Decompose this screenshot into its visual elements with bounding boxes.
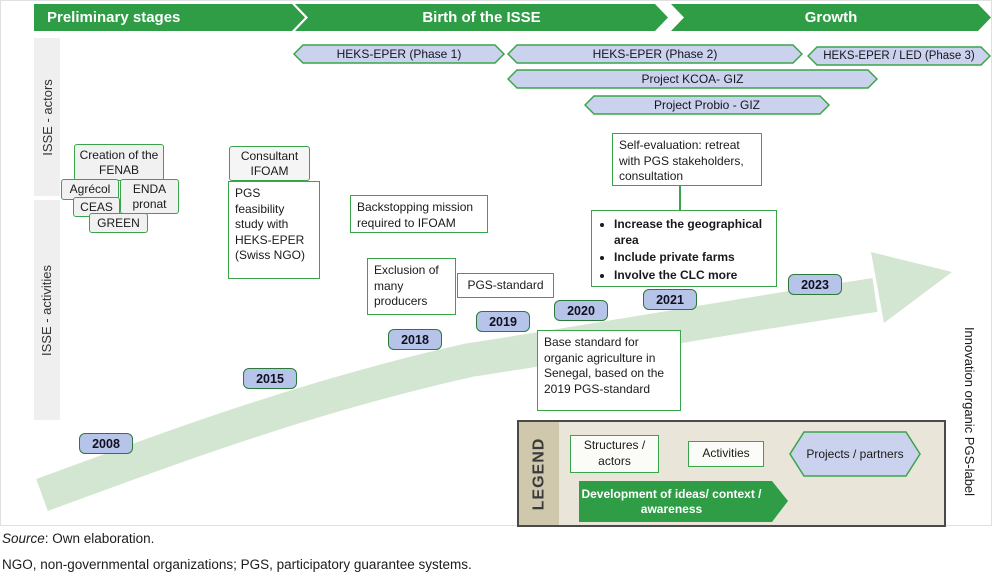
actor-box-consultant-ifoam: Consultant IFOAM — [229, 146, 310, 181]
year-badge-2021: 2021 — [643, 289, 697, 310]
double-arrow-shape — [507, 44, 803, 64]
activity-box-backstopping: Backstopping mission required to IFOAM — [350, 195, 488, 233]
activity-box-pgs-feasibility: PGS feasibility study with HEKS-EPER (Sw… — [228, 181, 320, 279]
bullet-item: Involve the CLC more — [614, 268, 770, 284]
side-label-isse-activities: ISSE - activities — [34, 200, 60, 420]
legend-projects-arrow: Projects / partners — [789, 431, 921, 477]
bullet-item: Include private farms — [614, 250, 770, 266]
activity-box-pgs-standard: PGS-standard — [457, 273, 554, 298]
project-bar-heks-phase1: HEKS-EPER (Phase 1) — [293, 44, 505, 64]
double-arrow-shape — [507, 69, 878, 89]
activity-box-self-evaluation: Self-evaluation: retreat with PGS stakeh… — [612, 133, 762, 186]
year-badge-2020: 2020 — [554, 300, 608, 321]
project-bar-heks-phase2: HEKS-EPER (Phase 2) — [507, 44, 803, 64]
project-bar-kcoa-giz: Project KCOA- GIZ — [507, 69, 878, 89]
year-badge-2019: 2019 — [476, 311, 530, 332]
year-badge-2015: 2015 — [243, 368, 297, 389]
project-bar-heks-led-phase3: HEKS-EPER / LED (Phase 3) — [807, 46, 991, 66]
source-note: Source: Own elaboration. — [2, 531, 154, 546]
double-arrow-shape — [584, 95, 830, 115]
legend-title-strip: LEGEND — [519, 422, 559, 525]
stage-label: Growth — [804, 9, 858, 26]
stage-arrow-preliminary: Preliminary stages — [34, 4, 305, 31]
bullet-item: Increase the geographical area — [614, 217, 770, 248]
legend-activities-box: Activities — [688, 441, 764, 467]
activity-box-expansion: Increase the geographical area Include p… — [591, 210, 777, 287]
stage-label: Preliminary stages — [47, 9, 181, 26]
activity-box-exclusion: Exclusion of many producers — [367, 258, 456, 315]
legend: LEGEND Structures / actors Activities Pr… — [517, 420, 946, 527]
stage-label: Birth of the ISSE — [422, 9, 541, 26]
expansion-bullet-list: Increase the geographical area Include p… — [598, 217, 770, 283]
stage-arrow-birth-of-isse: Birth of the ISSE — [295, 4, 668, 31]
connector-line — [679, 186, 681, 210]
year-badge-2018: 2018 — [388, 329, 442, 350]
source-text: : Own elaboration. — [44, 531, 155, 546]
side-label-isse-actors: ISSE - actors — [34, 38, 60, 196]
activity-box-base-standard: Base standard for organic agriculture in… — [537, 330, 681, 411]
actor-box-fenab: Creation of the FENAB — [74, 144, 164, 181]
project-bar-probio-giz: Project Probio - GIZ — [584, 95, 830, 115]
source-label: Source — [2, 531, 45, 546]
double-arrow-shape — [293, 44, 505, 64]
actor-box-enda-pronat: ENDA pronat — [120, 179, 179, 214]
year-badge-2023: 2023 — [788, 274, 842, 295]
legend-title: LEGEND — [530, 437, 548, 510]
double-arrow-shape — [807, 46, 991, 66]
side-label-innovation-pgs: Innovation organic PGS-label — [962, 326, 978, 496]
actor-box-agrecol: Agrécol — [61, 179, 119, 200]
abbreviation-note: NGO, non-governmental organizations; PGS… — [2, 557, 472, 572]
year-badge-2008: 2008 — [79, 433, 133, 454]
actor-box-green: GREEN — [89, 213, 148, 233]
legend-development-arrow: Development of ideas/ context / awarenes… — [578, 480, 789, 523]
stage-arrow-growth: Growth — [671, 4, 991, 31]
legend-structures-box: Structures / actors — [570, 435, 659, 473]
